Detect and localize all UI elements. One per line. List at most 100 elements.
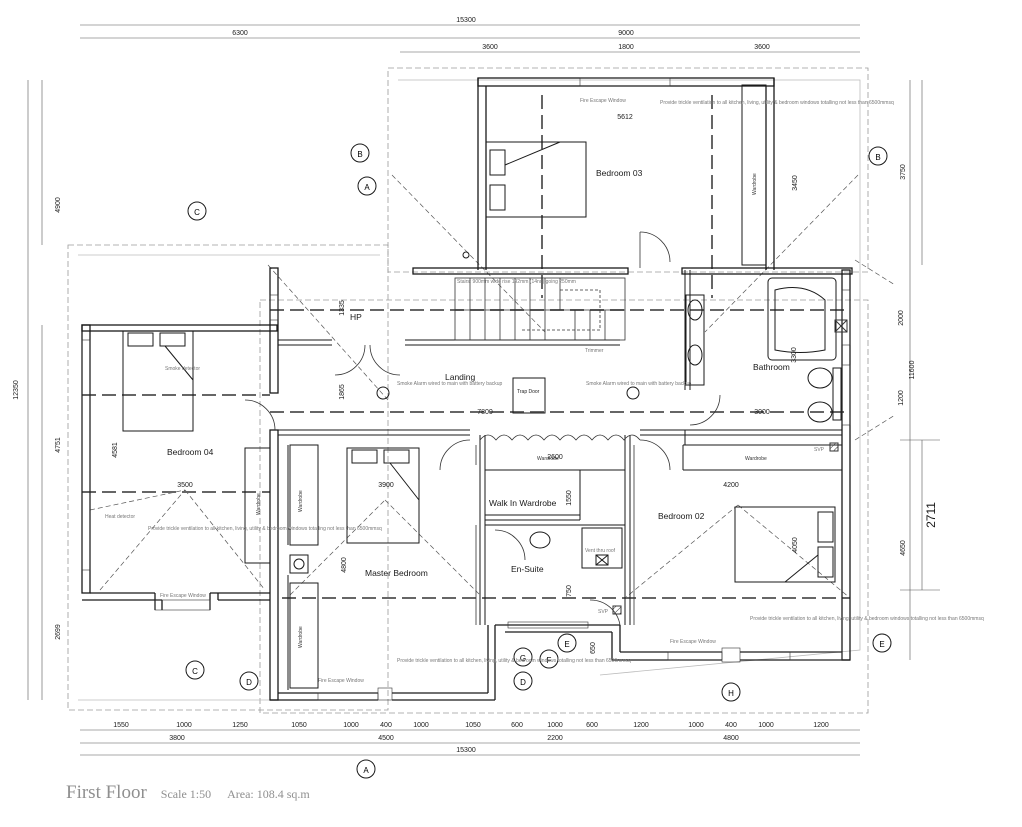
dim-left-bottom: 2699: [55, 624, 62, 640]
walkin-wardrobe-outline: [475, 434, 641, 625]
svg-text:E: E: [564, 640, 569, 649]
dim-bottom-12: 1200: [633, 722, 649, 729]
fire-escape-window-master: Fire Escape Window: [318, 678, 364, 684]
dim-bottom-1: 1550: [113, 722, 129, 729]
dim-right-a: 2000: [898, 310, 905, 326]
dim-door-650: 650: [590, 642, 597, 654]
section-marker-c-left: C: [187, 201, 207, 221]
annotations: Wardrobe Wardrobe Wardrobe Wardrobe Ward…: [105, 98, 984, 684]
svg-text:F: F: [547, 656, 552, 665]
label-bedroom02: Bedroom 02: [658, 511, 705, 521]
external-walls: [81, 77, 853, 701]
section-marker-b-top-left: B: [350, 143, 370, 163]
dim-bottom-row2-3: 2200: [547, 735, 563, 742]
dim-master-w: 3900: [378, 482, 394, 489]
smoke-alarm-right: Smoke Alarm wired to main with battery b…: [586, 381, 692, 387]
section-marker-c-bottom: C: [185, 660, 205, 680]
label-bedroom04: Bedroom 04: [167, 447, 214, 457]
dim-top-r1: 3600: [482, 44, 498, 51]
wardrobe-label-bed04: Wardrobe: [256, 493, 262, 515]
dim-top-r2: 1800: [618, 44, 634, 51]
drawing-scale: Scale 1:50: [160, 787, 212, 801]
heat-detector-label: Heat detector: [105, 514, 135, 520]
dim-right-overall: 11600: [909, 360, 916, 379]
smoke-detector-label: Smoke detector: [165, 366, 200, 372]
windows: [81, 77, 851, 701]
dim-bottom-11: 600: [586, 722, 598, 729]
section-marker-d-mid: D: [513, 671, 533, 691]
dim-walkin-d: 1550: [566, 490, 573, 506]
dim-right-big: 2711: [924, 502, 938, 528]
internal-walls: [278, 270, 842, 690]
trickle-vent-bed04: Provide trickle ventilation to all kitch…: [148, 526, 382, 532]
label-master: Master Bedroom: [365, 568, 428, 578]
wardrobe-label-master-bottom: Wardrobe: [298, 626, 304, 648]
dim-landing-len: 7800: [477, 409, 493, 416]
dim-left-mid: 4751: [55, 437, 62, 453]
section-marker-a-top: A: [357, 176, 377, 196]
dim-top-r3: 3600: [754, 44, 770, 51]
dim-bottom-7: 1000: [413, 722, 429, 729]
dim-top-overall: 15300: [456, 17, 476, 24]
roof-outline: [67, 67, 869, 714]
label-bedroom03: Bedroom 03: [596, 168, 643, 178]
svg-text:G: G: [520, 654, 526, 663]
dim-bed02-d: 4050: [792, 537, 799, 553]
svg-text:C: C: [192, 667, 198, 676]
dim-bottom-5: 1000: [343, 722, 359, 729]
dim-bottom-row2-4: 4800: [723, 735, 739, 742]
trickle-vent-master: Provide trickle ventilation to all kitch…: [397, 658, 631, 664]
dim-bottom-total: 15300: [456, 747, 476, 754]
dim-bottom-4: 1050: [291, 722, 307, 729]
dim-walkin-w: 2600: [547, 454, 563, 461]
label-walkin: Walk In Wardrobe: [489, 498, 557, 508]
label-trap-door: Trap Door: [517, 389, 540, 395]
wardrobe-label-walkin: Wardrobe: [537, 456, 559, 462]
wardrobe-label-bed02: Wardrobe: [745, 456, 767, 462]
trimmer-label: Trimmer: [585, 348, 604, 354]
dim-landing-h: 1865: [339, 384, 346, 400]
dim-bottom-2: 1000: [176, 722, 192, 729]
dim-left-top: 4900: [55, 197, 62, 213]
dim-bottom-9: 600: [511, 722, 523, 729]
section-marker-b-top-right: B: [868, 146, 888, 166]
hip-lines: [89, 174, 896, 599]
section-marker-a-bottom: A: [356, 759, 376, 779]
dim-bottom-3: 1250: [232, 722, 248, 729]
dim-left-overall: 12350: [13, 380, 20, 400]
dim-bath-h: 3300: [791, 347, 798, 363]
furniture: [122, 84, 842, 689]
label-landing: Landing: [445, 372, 476, 382]
section-marker-e-mid: E: [557, 633, 577, 653]
dim-right-b: 1200: [898, 390, 905, 406]
dimension-lines: [27, 24, 940, 756]
svg-text:C: C: [194, 208, 200, 217]
dim-right-c: 4650: [900, 540, 907, 556]
section-marker-f: F: [539, 649, 559, 669]
svg-text:A: A: [364, 183, 370, 192]
smoke-alarm-left: Smoke Alarm wired to main with battery b…: [397, 381, 503, 387]
dimension-texts: 15300 6300 9000 3600 1800 3600 1550 1000…: [13, 17, 938, 754]
dim-bottom-16: 1200: [813, 722, 829, 729]
dim-right-top: 3750: [900, 164, 907, 180]
dim-bottom-13: 1000: [688, 722, 704, 729]
dim-bed03-depth: 3450: [792, 175, 799, 191]
svg-text:A: A: [363, 766, 369, 775]
svg-text:B: B: [357, 150, 362, 159]
dim-bath-len: 3000: [754, 409, 770, 416]
drawing-area: Area: 108.4 sq.m: [227, 787, 310, 801]
dim-bottom-row2-2: 4500: [378, 735, 394, 742]
label-ensuite: En-Suite: [511, 564, 544, 574]
svg-text:D: D: [520, 678, 526, 687]
room-labels: Bedroom 03 Bedroom 04 Bedroom 02 Master …: [167, 168, 790, 578]
dim-bed02-w: 4200: [723, 482, 739, 489]
section-marker-d-left: D: [239, 671, 259, 691]
svg-text:E: E: [879, 640, 884, 649]
fire-escape-window-bed02: Fire Escape Window: [670, 639, 716, 645]
wardrobe-label-bed03: Wardrobe: [752, 173, 758, 195]
dim-bottom-row2-1: 3800: [169, 735, 185, 742]
svg-text:D: D: [246, 678, 252, 687]
dim-bottom-14: 400: [725, 722, 737, 729]
section-marker-g: G: [513, 647, 533, 667]
